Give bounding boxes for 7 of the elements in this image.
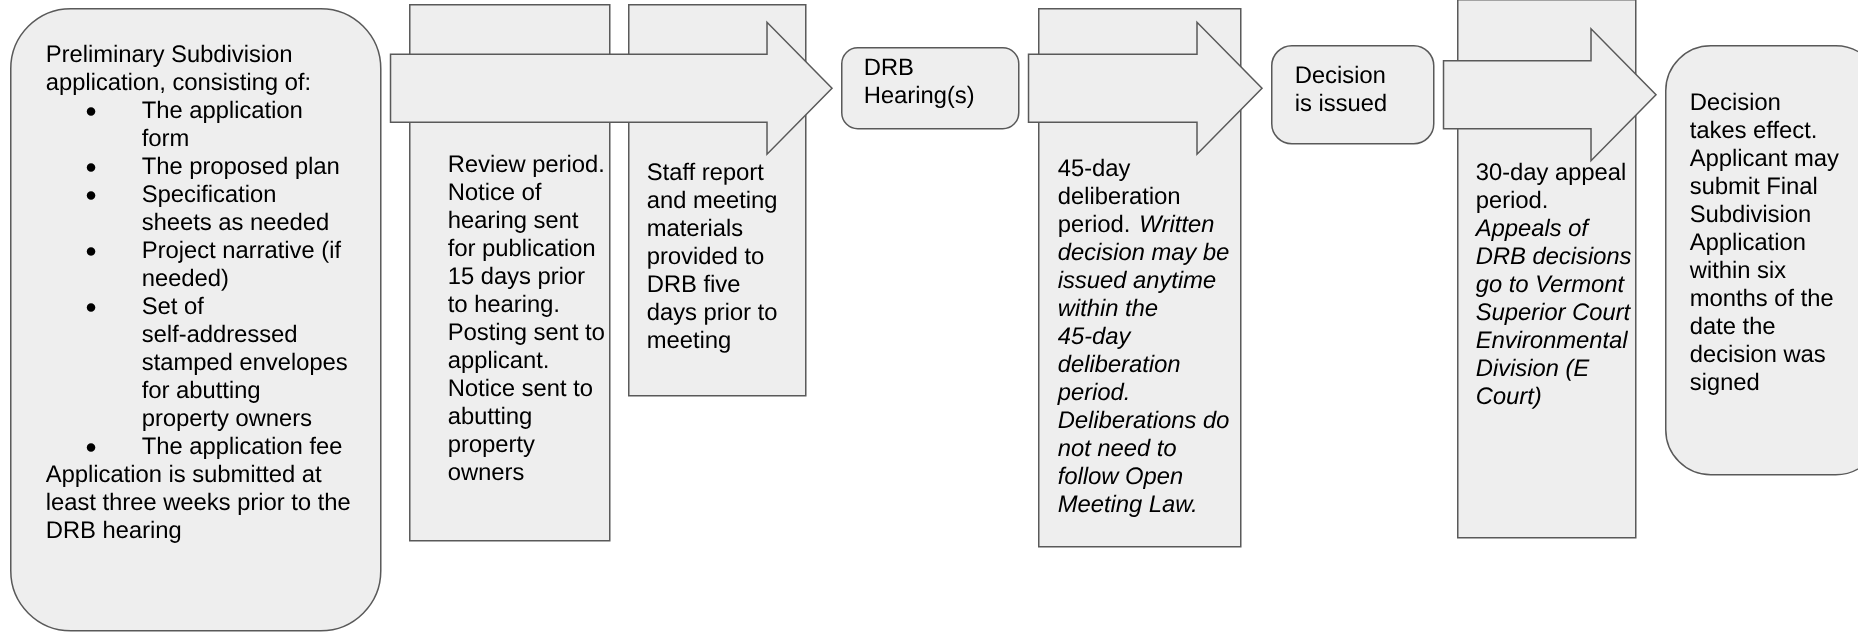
- block-arrow: [1442, 26, 1658, 163]
- block-arrow: [1027, 20, 1264, 157]
- step-box: DRB Hearing(s): [841, 47, 1020, 130]
- step-box: Decision takes effect. Applicant may submit Final Subdivision Application within six months of the date the decision was signed: [1665, 45, 1858, 476]
- step-box: Decision is issued: [1271, 45, 1435, 145]
- application-box: Preliminary Subdivision application, consisting of: The application form The proposed plan Specification sheets as needed Project narrative (if needed) Set of self-addressed stamped envelopes for abutting property owners The application fee Application is submitted at least three weeks prior to the DRB hearing: [10, 8, 382, 632]
- block-arrow: [389, 20, 834, 157]
